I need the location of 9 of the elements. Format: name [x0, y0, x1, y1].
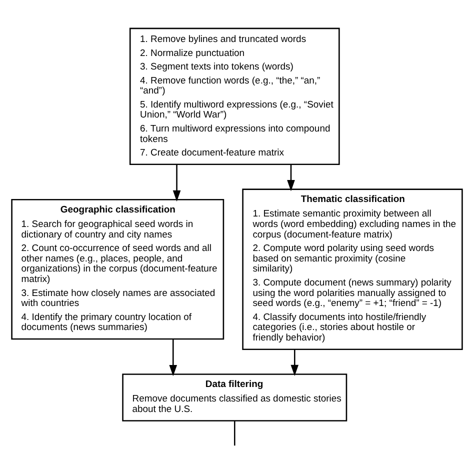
connector: [234, 420, 236, 446]
arrow: [169, 338, 178, 376]
arrow: [287, 164, 295, 191]
arrow: [172, 164, 181, 202]
node-box: Data filtering Remove documents classified as domestic stories about the U.S.: [122, 373, 348, 421]
node-box: Thematic classification 1. Estimate semantic proximity between all words (word embedding) excluding names in the corpus (document-feature matrix) 2. Compute word polarity using seed words based on semantic proximity (cosine similarity) 3. Compute document (news summary) polarity using the word polarities manually assigned to seed words (e.g., “enemy” = +1; “friend” = -1) 4. Classify documents into hostile/friendly categories (i.e., stories about hostile or friendly behavior): [242, 188, 463, 350]
node-box: Geographic classification 1. Search for geographical seed words in dictionary of country and city names 2. Count co-occurrence of seed words and all other names (e.g., places, people, and organizations) in the corpus (document-feature matrix) 3. Estimate how closely names are associated with countries 4. Identify the primary country location of documents (news summaries): [11, 198, 224, 340]
arrow: [290, 348, 299, 376]
node-box: 1. Remove bylines and truncated words 2. Normalize punctuation 3. Segment texts into tokens (words) 4. Remove function words (e.g., “the,” “an,” “and”) 5. Identify multiword expressions (e.g., “Soviet Union,” “World War”) 6. Turn multiword expressions into compound tokens 7. Create document-feature matrix: [129, 27, 340, 165]
